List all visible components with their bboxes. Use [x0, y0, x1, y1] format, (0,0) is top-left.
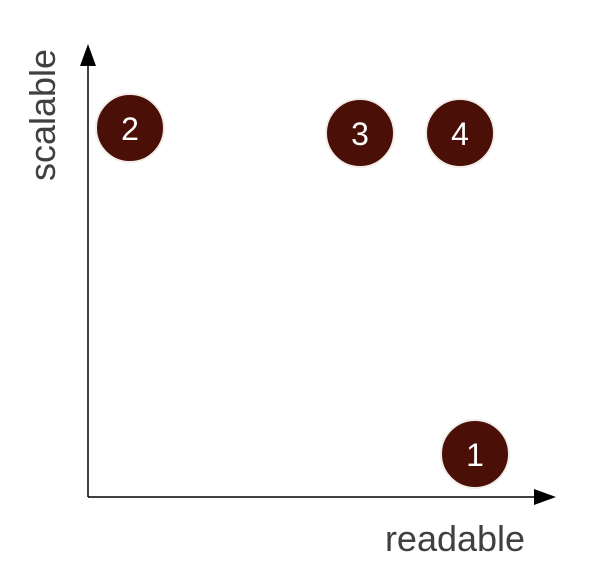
- node-1-label: 1: [466, 437, 484, 473]
- node-4: 4: [425, 98, 495, 168]
- axes: [87, 60, 540, 498]
- node-1: 1: [440, 419, 510, 489]
- node-1-circle: [440, 419, 510, 489]
- y-axis-arrowhead: [80, 44, 96, 66]
- node-2: 2: [95, 93, 165, 163]
- x-axis-arrowhead: [534, 489, 556, 505]
- node-2-circle: [95, 93, 165, 163]
- y-axis-label: scalable: [22, 49, 63, 181]
- node-2-label: 2: [121, 111, 139, 147]
- node-4-circle: [425, 98, 495, 168]
- x-axis-label: readable: [385, 518, 525, 559]
- node-3-label: 3: [351, 116, 369, 152]
- node-3: 3: [325, 98, 395, 168]
- node-3-circle: [325, 98, 395, 168]
- node-4-label: 4: [451, 116, 469, 152]
